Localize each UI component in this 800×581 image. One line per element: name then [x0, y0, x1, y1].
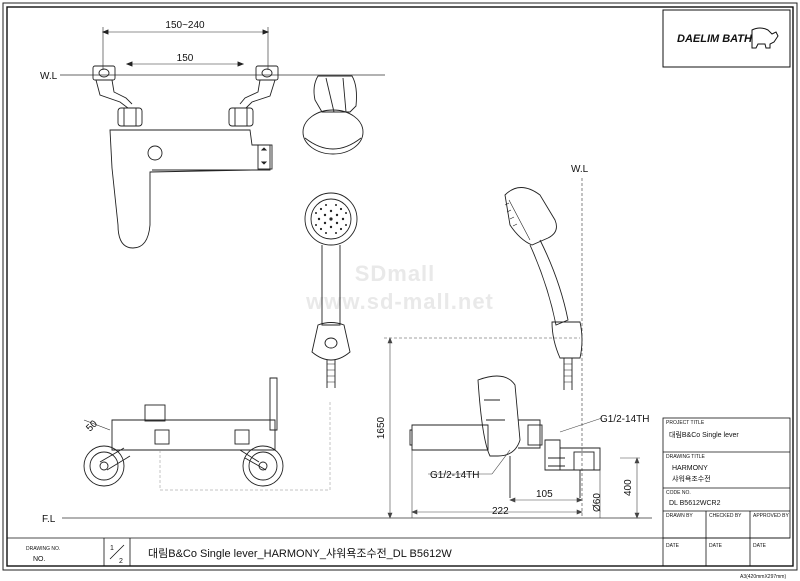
watermark-line1: SDmall — [355, 261, 436, 286]
hand-shower-front — [304, 192, 358, 388]
sheet-number: 1 — [110, 545, 114, 552]
project-title-label: PROJECT TITLE — [666, 420, 705, 426]
dim-thread-lower: G1/2-14TH — [430, 470, 479, 481]
sheet-total: 2 — [119, 558, 123, 565]
approved-by-label: APPROVED BY — [753, 513, 790, 519]
dim-400: 400 — [623, 479, 634, 496]
drawing-title-1: HARMONY — [672, 465, 708, 472]
plan-dashed — [159, 400, 331, 491]
dim-105: 105 — [536, 489, 553, 500]
code-no-label: CODE NO. — [666, 490, 691, 496]
dim-1650: 1650 — [376, 416, 387, 439]
project-title: 대림B&Co Single lever — [669, 431, 739, 439]
fl-label: F.L — [42, 514, 56, 525]
paper-size: A3(420mmX297mm) — [740, 574, 786, 580]
bottom-title: 대림B&Co Single lever_HARMONY_샤워욕조수전_DL B5… — [148, 547, 452, 560]
dim-diameter: Ø60 — [592, 493, 603, 512]
plan-view — [83, 377, 284, 487]
bear-logo-icon — [751, 27, 779, 49]
dim-150-240: 150~240 — [165, 20, 205, 31]
dim-150: 150 — [177, 53, 194, 64]
drawing-title-label: DRAWING TITLE — [666, 454, 706, 460]
dim-thread-upper: G1/2-14TH — [600, 414, 649, 425]
dim-50: 50 — [84, 418, 100, 434]
hand-shower-side — [504, 187, 583, 390]
wl-label-right: W.L — [571, 164, 589, 175]
date-label-3: DATE — [753, 543, 767, 549]
wl-label-left: W.L — [40, 71, 58, 82]
front-view — [92, 27, 279, 249]
drawing-no-label: DRAWING NO. — [26, 546, 60, 552]
watermark-line2: www.sd-mall.net — [305, 289, 494, 314]
checked-by-label: CHECKED BY — [709, 513, 742, 519]
date-label-2: DATE — [709, 543, 723, 549]
dim-222: 222 — [492, 506, 509, 517]
dimension-1650 — [384, 337, 580, 519]
brand-logo: DAELIM BATH — [677, 33, 753, 45]
outer-border — [2, 2, 798, 571]
drawing-no: NO. — [33, 556, 46, 563]
logo-box — [662, 9, 791, 68]
code-no: DL B5612WCR2 — [669, 500, 721, 507]
side-dimension-lines — [411, 417, 640, 519]
date-label-1: DATE — [666, 543, 680, 549]
bottom-bar — [7, 537, 663, 566]
title-block — [662, 417, 791, 566]
holder-view — [302, 75, 364, 155]
inner-border — [6, 6, 794, 567]
drawn-by-label: DRAWN BY — [666, 513, 693, 519]
mixer-side-view — [409, 375, 601, 498]
drawing-title-2: 샤워욕조수전 — [672, 474, 711, 483]
